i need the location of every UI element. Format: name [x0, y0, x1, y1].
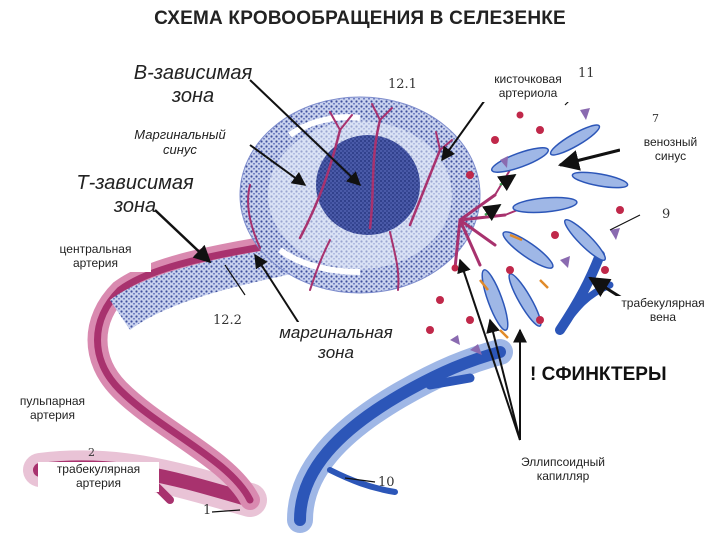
follicular-arterioles [247, 103, 453, 291]
label-venous-sinus: венозный синус [620, 135, 720, 165]
ellipsoid-capillaries [481, 124, 629, 331]
red-pulp-cells [426, 108, 624, 355]
trabecular-vein-shape [287, 250, 614, 533]
label-ellipsoid-capillary: Эллипсоидный капилляр [500, 455, 626, 485]
ref-number-9: 9 [662, 207, 671, 222]
ref-number-1: 1 [203, 503, 212, 518]
label-b-zone: В-зависимая зона [133, 62, 253, 107]
label-marginal-zone: маргинальная зона [258, 322, 414, 364]
white-pulp [110, 96, 481, 330]
ref-number-12-2: 12.2 [213, 313, 242, 328]
diagram-title: СХЕМА КРОВООБРАЩЕНИЯ В СЕЛЕЗЕНКЕ [154, 8, 566, 29]
flow-arrows [479, 173, 549, 339]
ref-number-7: 7 [652, 112, 659, 125]
label-trabecular-artery: трабекулярная артерия [38, 462, 159, 492]
label-trabecular-vein: трабекулярная вена [605, 296, 720, 326]
pointer-arrows [154, 79, 641, 513]
label-central-artery: центральная артерия [40, 242, 151, 272]
ref-number-11: 11 [578, 66, 595, 81]
ref-number-12-1: 12.1 [388, 77, 417, 92]
label-t-zone: Т-зависимая зона [76, 172, 194, 217]
label-pulp-artery: пульпарная артерия [2, 394, 103, 424]
label-sphincters: ! СФИНКТЕРЫ [530, 364, 667, 385]
label-marginal-sinus: Маргинальный синус [134, 127, 226, 157]
ref-number-10: 10 [378, 475, 395, 490]
label-penicillar-arteriole: кисточковая артериола [470, 72, 586, 102]
ref-number-2: 2 [88, 446, 95, 459]
